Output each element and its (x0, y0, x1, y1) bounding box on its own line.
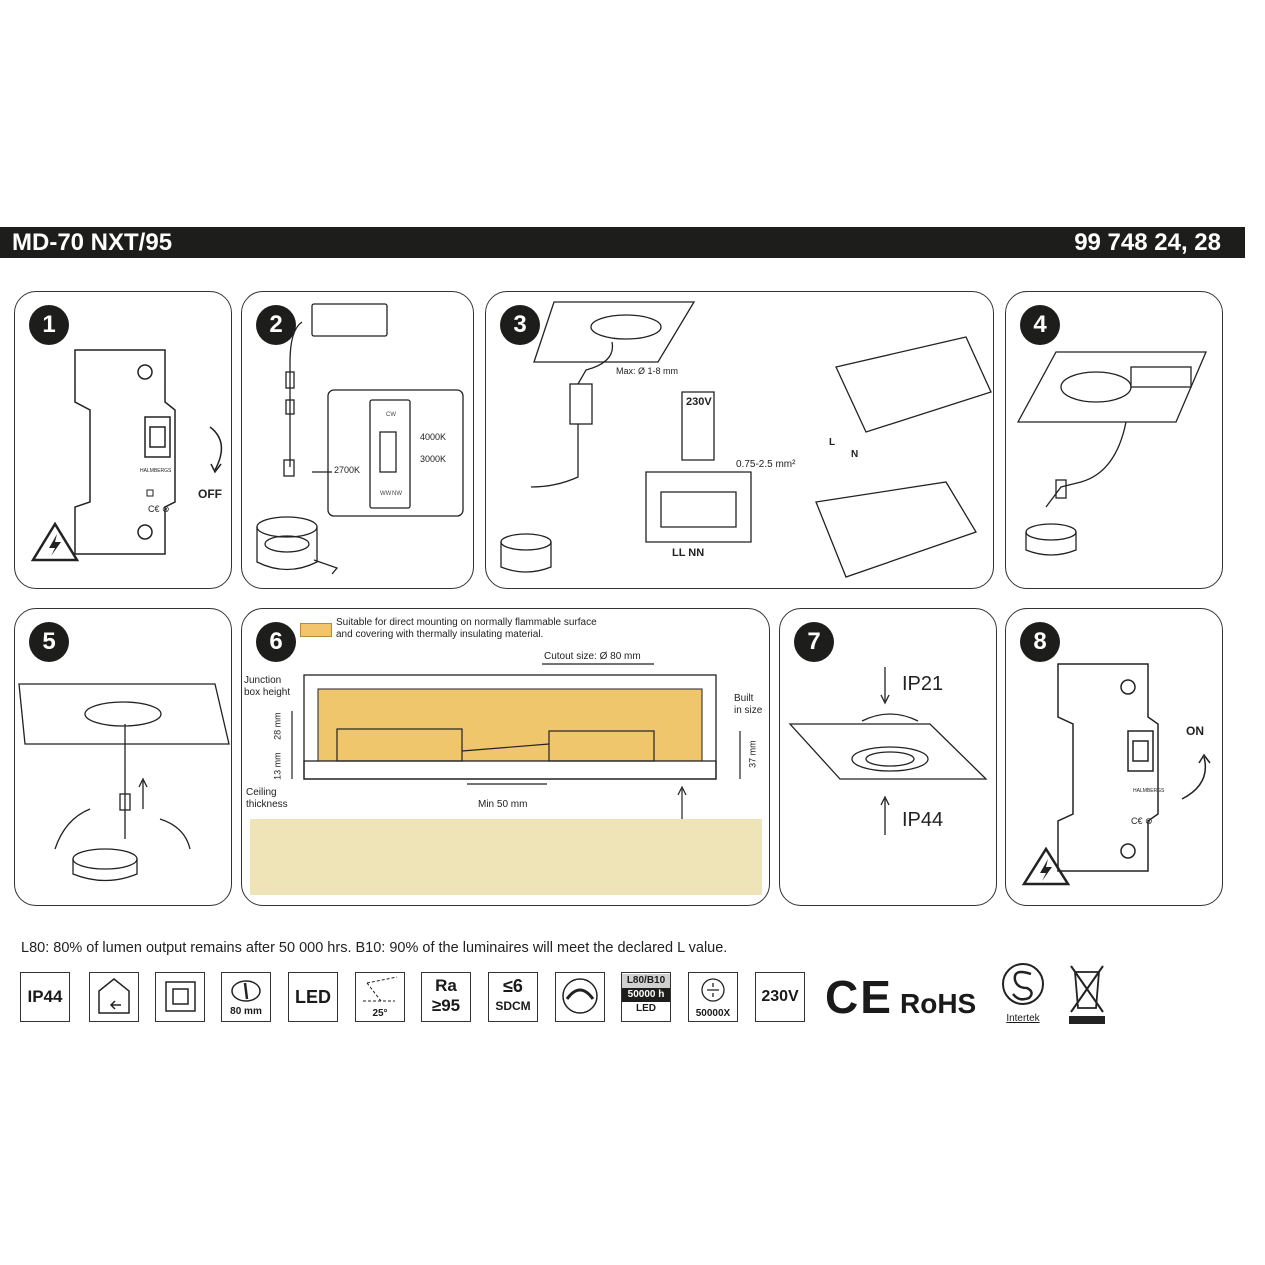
legend-line-2: and covering with thermally insulating m… (336, 628, 544, 640)
wiring-illustration: Max: Ø 1-8 mm 230V 0.75-2.5 mm² LL NN L … (500, 301, 992, 578)
cutout-size: 80 mm (230, 1006, 262, 1017)
insulation-legend-swatch (300, 623, 332, 637)
off-label: OFF (198, 487, 222, 501)
ceiling-label-2: thickness (246, 798, 288, 810)
temp-3000k: 3000K (420, 454, 446, 464)
breaker-brand: HALMBERGS (140, 468, 172, 474)
step-number: 1 (29, 305, 69, 345)
wire-area-label: 0.75-2.5 mm² (736, 459, 796, 470)
tilt-angle: 25° (372, 1008, 388, 1019)
ip44-icon: IP44 (20, 972, 70, 1022)
step-7-panel: 7 IP21 IP44 (779, 608, 997, 906)
rohs-mark: RoHS (900, 988, 977, 1019)
installation-cross-section (250, 663, 762, 895)
l80-b10: L80/B10 (622, 974, 670, 988)
class-ii-icon (155, 972, 205, 1022)
step-number: 8 (1020, 622, 1060, 662)
switch-ww: WW (380, 491, 392, 497)
ra-icon: Ra ≥95 (421, 972, 471, 1022)
junction-label-1: Junction (244, 675, 282, 686)
indoor-use-icon (89, 972, 139, 1022)
step-2-panel: 2 4000K 3000K 2700K CW WW NW (241, 291, 474, 589)
ip-rating-illustration (788, 667, 988, 835)
step-number: 4 (1020, 305, 1060, 345)
step-4-panel: 4 (1005, 291, 1223, 589)
ip44-label: IP44 (902, 809, 944, 831)
warning-icon (1021, 846, 1071, 886)
ip21-label: IP21 (902, 673, 944, 695)
l-label: L (829, 437, 835, 448)
ceiling-cable-illustration (1016, 351, 1207, 556)
step-3-panel: 3 Max: Ø 1-8 mm 230V 0.75-2.5 mm² LL NN … (485, 291, 994, 589)
voltage-icon: 230V (755, 972, 805, 1022)
lifetime-footnote: L80: 80% of lumen output remains after 5… (21, 940, 728, 956)
built-label-1: Built (734, 693, 754, 704)
ceiling-label-1: Ceiling (246, 787, 277, 798)
led-icon: LED (288, 972, 338, 1022)
step-6-panel: 6 Suitable for direct mounting on normal… (241, 608, 770, 906)
switch-cycles: 50000X (695, 1008, 731, 1019)
tilt-icon: 25° (355, 972, 405, 1022)
driver-connection-illustration: 4000K 3000K 2700K CW WW NW (256, 303, 464, 575)
step-number: 6 (256, 622, 296, 662)
dimmable-icon (555, 972, 605, 1022)
junction-label-2: box height (244, 686, 291, 698)
lifetime-icon: L80/B10 50000 h LED (621, 972, 671, 1022)
switch-cw: CW (386, 412, 396, 418)
switch-nw: NW (392, 491, 402, 497)
intertek-mark: Intertek (997, 960, 1049, 1026)
model-title: MD-70 NXT/95 (12, 229, 173, 256)
article-numbers: 99 748 24, 28 (1074, 229, 1221, 256)
step-5-panel: 5 (14, 608, 232, 906)
sdcm-value: ≤6 (503, 976, 523, 996)
switch-cycles-icon: 50000X (688, 972, 738, 1022)
height-37mm: 37 mm (747, 740, 758, 768)
temp-2700k: 2700K (334, 465, 360, 475)
lifetime-hours: 50000 h (622, 988, 670, 1002)
circuit-breaker-off-illustration: HALMBERGS C€ ⊗ (30, 349, 223, 562)
circuit-breaker-on-illustration: HALMBERGS C€ ⊗ (1021, 663, 1211, 886)
built-label-2: in size (734, 704, 763, 716)
max-wire-label: Max: Ø 1-8 mm (616, 366, 678, 376)
sdcm-label: SDCM (495, 999, 531, 1013)
temp-4000k: 4000K (420, 432, 446, 442)
terminals-label: LL NN (672, 547, 704, 559)
min-distance-label: Min 50 mm (478, 799, 528, 810)
spec-icons-row: IP44 80 mm LED 25° Ra ≥95 ≤6 SDCM L80/B1… (20, 960, 1120, 1030)
on-label: ON (1186, 724, 1204, 738)
sdcm-icon: ≤6 SDCM (488, 972, 538, 1022)
step-number: 2 (256, 305, 296, 345)
ce-mark: CE (825, 971, 893, 1023)
cutout-size-label: Cutout size: Ø 80 mm (544, 651, 641, 662)
step-1-panel: 1 HALMBERGS C€ ⊗ OFF (14, 291, 232, 589)
intertek-label: Intertek (1006, 1013, 1040, 1024)
step-8-panel: 8 HALMBERGS C€ ⊗ ON (1005, 608, 1223, 906)
step-number: 5 (29, 622, 69, 662)
svg-text:C€ ⊗: C€ ⊗ (148, 504, 170, 514)
ra-label: Ra (435, 976, 457, 995)
ra-value: ≥95 (431, 996, 461, 1015)
cutout-icon: 80 mm (221, 972, 271, 1022)
lifetime-led: LED (636, 1003, 656, 1014)
n-label: N (851, 449, 858, 460)
step-number: 7 (794, 622, 834, 662)
height-28mm: 28 mm (272, 712, 283, 740)
height-13mm: 13 mm (272, 752, 283, 780)
mounting-illustration (18, 683, 230, 882)
title-bar: MD-70 NXT/95 99 748 24, 28 (0, 227, 1245, 258)
svg-text:C€ ⊗: C€ ⊗ (1131, 816, 1153, 826)
warning-icon (30, 521, 80, 562)
weee-icon (1065, 960, 1109, 1026)
voltage-label: 230V (686, 396, 712, 408)
intertek-logo-icon (1002, 963, 1044, 1005)
legend-line-1: Suitable for direct mounting on normally… (336, 617, 597, 628)
step-number: 3 (500, 305, 540, 345)
breaker-brand: HALMBERGS (1133, 788, 1165, 794)
